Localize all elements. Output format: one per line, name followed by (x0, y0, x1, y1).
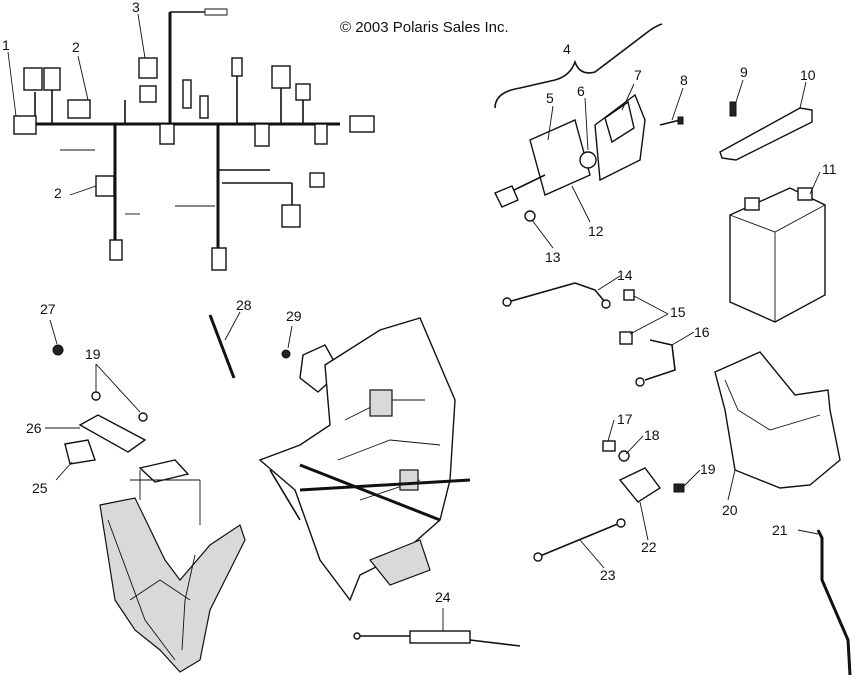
callout-19: 19 (700, 461, 716, 477)
callout-2: 2 (72, 39, 80, 55)
front-frame (99, 470, 246, 673)
callout-6: 6 (577, 83, 585, 99)
callout-14: 14 (617, 267, 633, 283)
callout-8: 8 (680, 72, 688, 88)
callout-25: 25 (32, 480, 48, 496)
leader-lines (7, 13, 821, 631)
copyright-notice: © 2003 Polaris Sales Inc. (340, 19, 509, 36)
rod-28 (208, 314, 236, 379)
callout-24: 24 (435, 589, 451, 605)
battery-box (714, 351, 841, 489)
fastener-27 (52, 344, 64, 356)
callout-2: 2 (54, 185, 62, 201)
fastener-29 (281, 349, 291, 359)
callout-19: 19 (85, 346, 101, 362)
wire-harness (13, 8, 375, 271)
main-frame (258, 317, 471, 602)
callout-27: 27 (40, 301, 56, 317)
battery (729, 187, 826, 323)
item-4-bracket (494, 23, 663, 109)
bracket-26 (64, 391, 190, 483)
callout-22: 22 (641, 539, 657, 555)
callout-17: 17 (617, 411, 633, 427)
callout-21: 21 (772, 522, 788, 538)
relay-assembly (602, 440, 685, 503)
callout-16: 16 (694, 324, 710, 340)
light-assembly (494, 93, 684, 222)
callout-11: 11 (822, 161, 837, 177)
cable-14 (502, 282, 611, 309)
lead-24 (353, 630, 521, 647)
callout-18: 18 (644, 427, 660, 443)
callout-1: 1 (2, 37, 10, 53)
battery-strap (719, 101, 813, 161)
callout-5: 5 (546, 90, 554, 106)
callout-7: 7 (634, 67, 642, 83)
callout-15: 15 (670, 304, 686, 320)
callout-20: 20 (722, 502, 738, 518)
callout-13: 13 (545, 249, 561, 265)
callout-3: 3 (132, 0, 140, 15)
callout-28: 28 (236, 297, 252, 313)
callout-29: 29 (286, 308, 302, 324)
callout-9: 9 (740, 64, 748, 80)
callout-4: 4 (563, 41, 571, 57)
callout-12: 12 (588, 223, 604, 239)
rod-21 (816, 529, 852, 676)
fastener-15 (619, 289, 676, 387)
cable-23 (533, 518, 626, 562)
callout-26: 26 (26, 420, 42, 436)
callout-10: 10 (800, 67, 816, 83)
callout-23: 23 (600, 567, 616, 583)
